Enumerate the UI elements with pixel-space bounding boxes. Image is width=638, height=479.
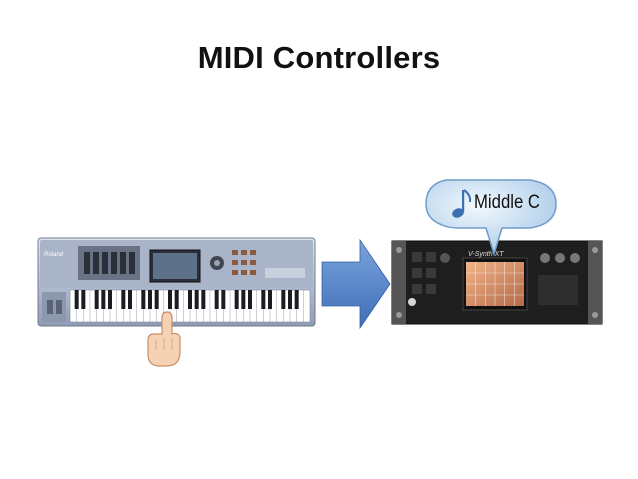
keyboard-brand: Roland bbox=[44, 252, 64, 258]
black-key bbox=[234, 290, 239, 309]
black-key bbox=[81, 290, 86, 309]
black-key bbox=[294, 290, 299, 309]
black-key bbox=[288, 290, 292, 309]
middle-c-label: Middle C bbox=[474, 192, 540, 213]
black-key bbox=[261, 290, 266, 309]
black-key bbox=[214, 290, 219, 309]
black-key bbox=[128, 290, 132, 309]
slide-title: MIDI Controllers bbox=[197, 40, 441, 75]
black-key bbox=[94, 290, 99, 309]
midi-arrow bbox=[321, 238, 391, 330]
pointing-hand-icon bbox=[147, 311, 181, 367]
black-key bbox=[108, 290, 112, 309]
synth-module bbox=[391, 240, 603, 325]
black-key bbox=[188, 290, 192, 309]
black-key bbox=[148, 290, 152, 309]
black-key bbox=[201, 290, 206, 309]
black-key bbox=[248, 290, 252, 309]
black-key bbox=[281, 290, 286, 309]
keyboard-synth bbox=[37, 237, 316, 327]
module-name: V-Synth XT bbox=[468, 251, 504, 258]
black-key bbox=[268, 290, 272, 309]
black-key bbox=[101, 290, 106, 309]
black-key bbox=[221, 290, 226, 309]
black-key bbox=[141, 290, 146, 309]
black-key bbox=[154, 290, 159, 309]
black-key bbox=[241, 290, 246, 309]
black-key bbox=[174, 290, 179, 309]
black-key bbox=[168, 290, 172, 309]
black-key bbox=[121, 290, 126, 309]
music-note-icon bbox=[452, 189, 472, 218]
black-key bbox=[74, 290, 79, 309]
middle-c-callout bbox=[425, 179, 557, 257]
black-key bbox=[194, 290, 199, 309]
